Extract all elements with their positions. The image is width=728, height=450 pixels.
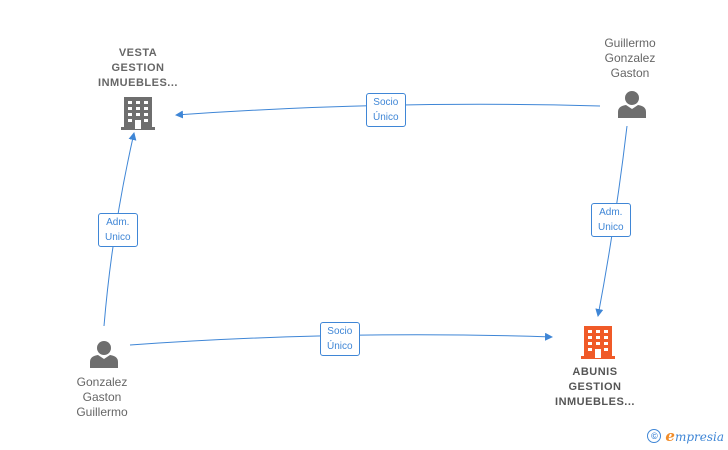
company-label-vesta[interactable]: VESTA GESTION INMUEBLES... — [88, 46, 188, 91]
label-line: Gonzalez — [604, 51, 656, 65]
copyright-icon: © — [647, 429, 662, 443]
label-line: Gaston — [610, 66, 650, 80]
label-line: GESTION — [568, 381, 622, 393]
person-label-gonzalez[interactable]: Gonzalez Gaston Guillermo — [52, 375, 152, 420]
label-line: ABUNIS — [572, 366, 618, 378]
person-icon[interactable] — [90, 341, 118, 368]
edge-label-line: Adm. — [599, 207, 623, 218]
edge-label-gonzalez-vesta[interactable]: Adm. Unico — [98, 213, 138, 247]
label-line: VESTA — [118, 47, 158, 59]
label-line: INMUEBLES... — [555, 396, 635, 408]
building-icon[interactable] — [581, 326, 615, 359]
label-line: Gaston — [82, 390, 122, 404]
edge-label-line: Unico — [598, 222, 624, 233]
empresia-logo: © empresia — [647, 427, 724, 445]
edge-label-guillermo-abunis[interactable]: Adm. Unico — [591, 203, 631, 237]
edge-label-gonzalez-abunis[interactable]: Socio Único — [320, 322, 360, 356]
person-label-guillermo[interactable]: Guillermo Gonzalez Gaston — [580, 36, 680, 81]
edge-label-line: Socio — [373, 97, 399, 108]
label-line: GESTION — [111, 62, 165, 74]
company-label-abunis[interactable]: ABUNIS GESTION INMUEBLES... — [545, 365, 645, 410]
label-line: Guillermo — [604, 36, 656, 50]
person-icon[interactable] — [618, 91, 646, 118]
edge-label-line: Socio — [327, 326, 353, 337]
edge-label-line: Adm. — [106, 217, 130, 228]
edge-label-line: Único — [327, 341, 353, 352]
label-line: Guillermo — [76, 405, 128, 419]
label-line: INMUEBLES... — [98, 77, 178, 89]
label-line: Gonzalez — [76, 375, 128, 389]
edge-label-guillermo-vesta[interactable]: Socio Único — [366, 93, 406, 127]
building-icon[interactable] — [121, 97, 155, 130]
brand-name: mpresia — [674, 430, 724, 444]
brand-initial: e — [665, 427, 675, 445]
edge-label-line: Unico — [105, 232, 131, 243]
edge-label-line: Único — [373, 112, 399, 123]
